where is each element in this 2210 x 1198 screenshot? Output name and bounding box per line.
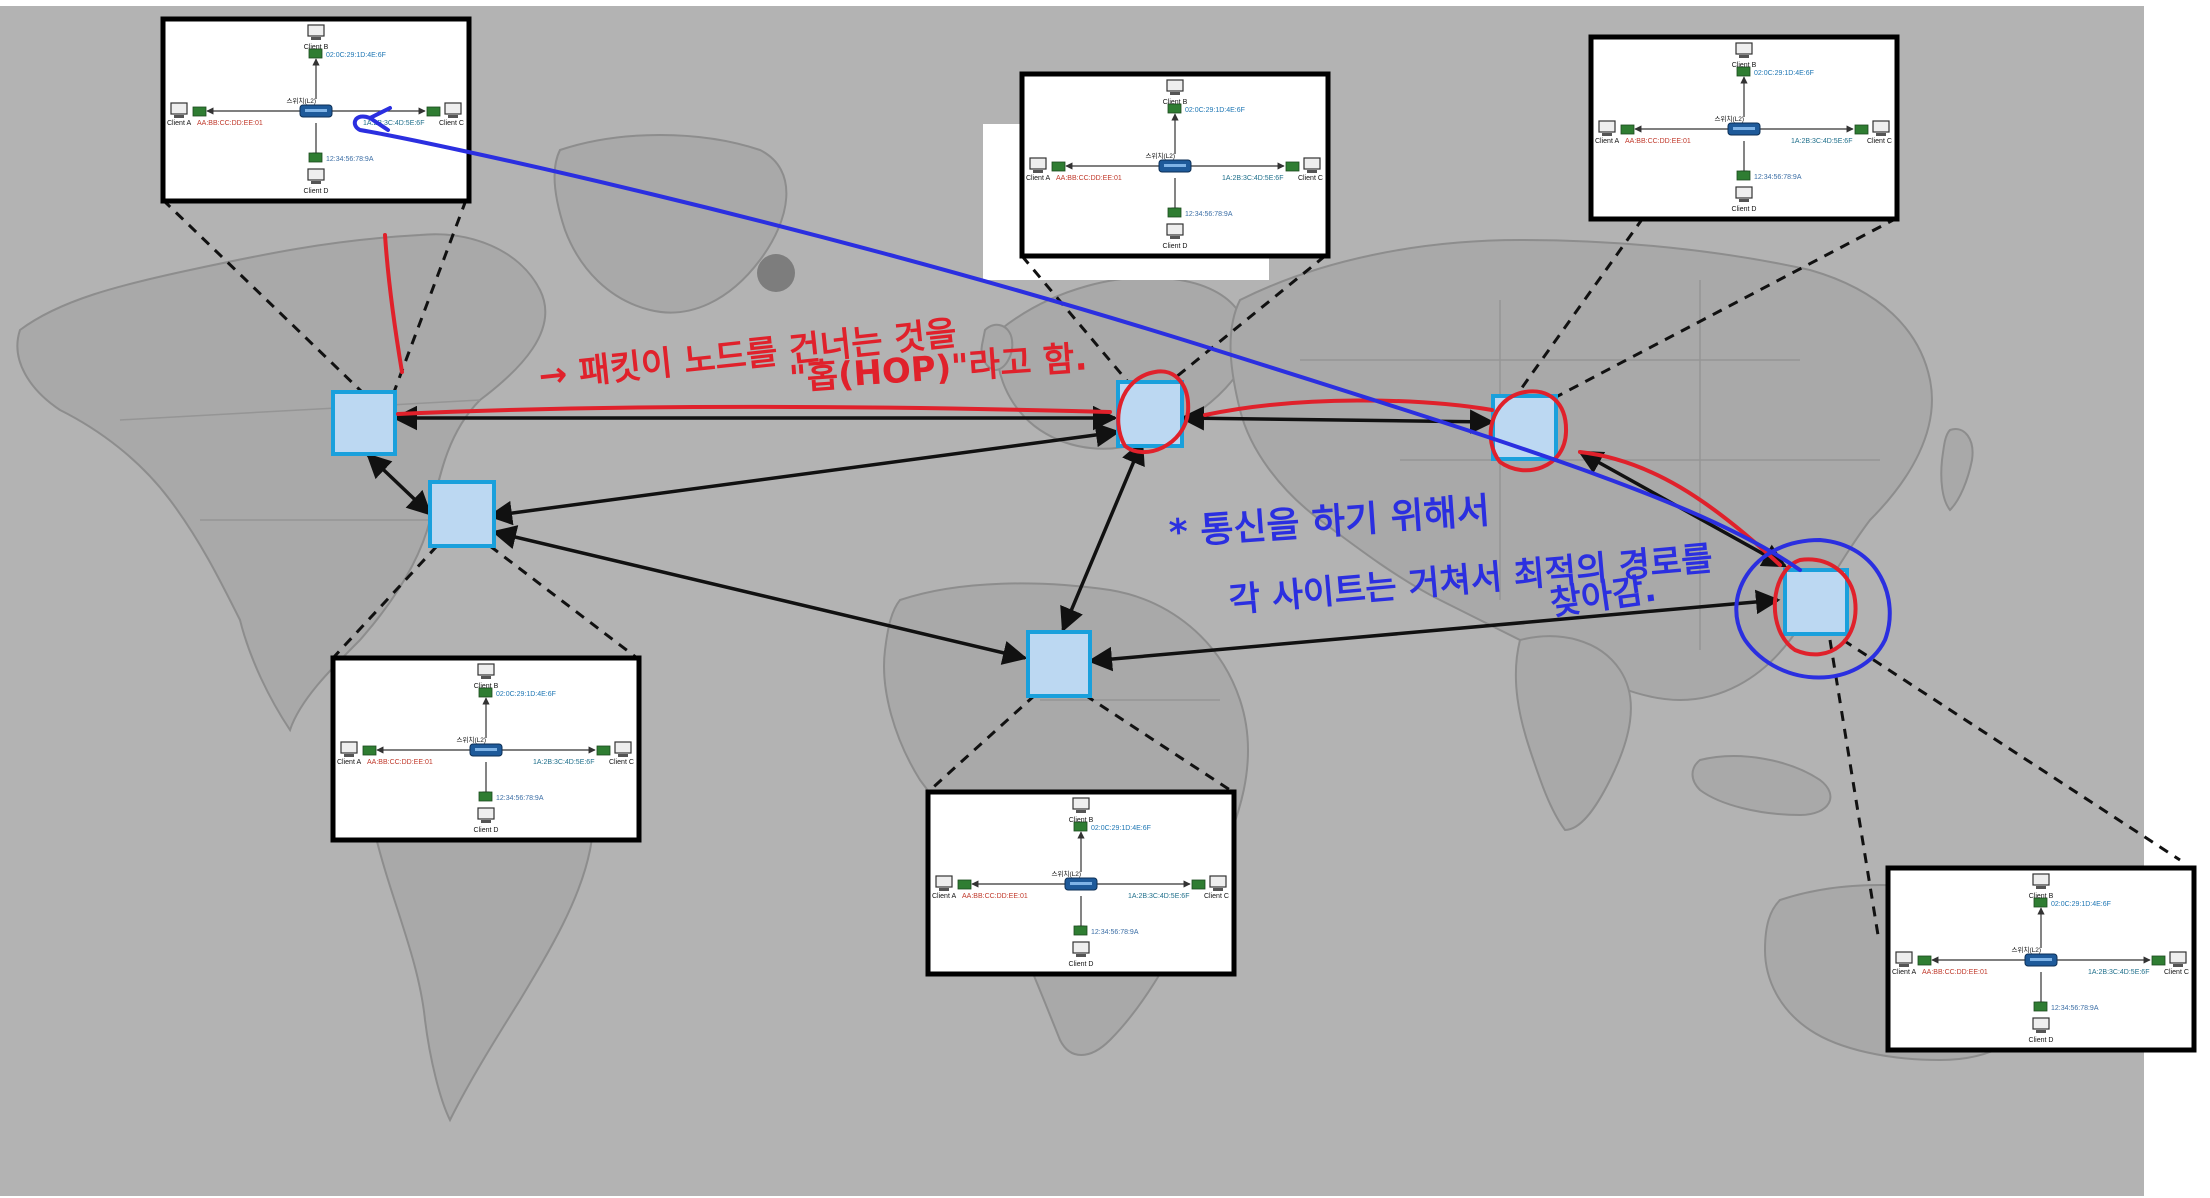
mac-d-label: 12:34:56:78:9A (2051, 1005, 2099, 1012)
mac-c-label: 1A:2B:3C:4D:5E:6F (533, 759, 594, 766)
link-eu-af (1060, 439, 1145, 633)
link-na1-na2 (366, 453, 432, 516)
client-a-label: Client A (337, 759, 361, 766)
switch-label-label: 스위치(L2) (1146, 151, 1176, 160)
mac-c-label: 1A:2B:3C:4D:5E:6F (2088, 969, 2149, 976)
lan-inset-labels-europe: Client B02:0C:29:1D:4E:6F 스위치(L2) Client A… (1026, 99, 1323, 250)
mac-a-label: AA:BB:CC:DD:EE:01 (962, 893, 1028, 900)
client-c-label: Client C (1204, 893, 1229, 900)
client-c-label: Client C (2164, 969, 2189, 976)
link-na2-af (491, 525, 1028, 665)
red-eu-ru-stroke (1203, 398, 1494, 417)
client-b-label: Client B (474, 683, 499, 690)
router-node-north-america-1[interactable] (331, 390, 397, 456)
link-na2-eu (487, 422, 1121, 526)
switch-label-label: 스위치(L2) (2012, 945, 2042, 954)
blue-path-arrow (352, 114, 1802, 572)
lan-inset-labels-asia: Client B02:0C:29:1D:4E:6F 스위치(L2) Client A… (1892, 893, 2189, 1044)
inset-connectors (161, 198, 2181, 936)
switch-label-label: 스위치(L2) (457, 735, 487, 744)
client-a-label: Client A (1595, 138, 1619, 145)
mac-a-label: AA:BB:CC:DD:EE:01 (367, 759, 433, 766)
router-node-east-asia[interactable] (1783, 568, 1849, 636)
mac-a-label: AA:BB:CC:DD:EE:01 (197, 120, 263, 127)
mac-b-label: 02:0C:29:1D:4E:6F (326, 52, 386, 59)
lan-inset-labels-russia: Client B02:0C:29:1D:4E:6F 스위치(L2) Client A… (1595, 62, 1892, 213)
cursor-dot (757, 254, 795, 292)
client-d-label: Client D (304, 188, 329, 195)
mac-d-label: 12:34:56:78:9A (1091, 929, 1139, 936)
lan-inset-labels-africa: Client B02:0C:29:1D:4E:6F 스위치(L2) Client A… (932, 817, 1229, 968)
client-c-label: Client C (1867, 138, 1892, 145)
client-c-label: Client C (1298, 175, 1323, 182)
node-links (366, 405, 1788, 672)
blue-arrow-head (368, 106, 392, 132)
mac-b-label: 02:0C:29:1D:4E:6F (1185, 107, 1245, 114)
mac-b-label: 02:0C:29:1D:4E:6F (1091, 825, 1151, 832)
client-d-label: Client D (1069, 961, 1094, 968)
mac-b-label: 02:0C:29:1D:4E:6F (1754, 70, 1814, 77)
mac-b-label: 02:0C:29:1D:4E:6F (2051, 901, 2111, 908)
red-hop-underline (396, 404, 1112, 416)
link-af-asia (1087, 589, 1781, 672)
client-b-label: Client B (304, 44, 329, 51)
mac-c-label: 1A:2B:3C:4D:5E:6F (1222, 175, 1283, 182)
blue-annotation-strokes (352, 106, 1892, 680)
client-a-label: Client A (932, 893, 956, 900)
mac-d-label: 12:34:56:78:9A (1754, 174, 1802, 181)
red-vertical-mark (383, 233, 404, 374)
switch-label-label: 스위치(L2) (1052, 869, 1082, 878)
mac-d-label: 12:34:56:78:9A (326, 156, 374, 163)
client-a-label: Client A (1026, 175, 1050, 182)
blue-circle-asia (1734, 537, 1892, 680)
switch-label-label: 스위치(L2) (287, 96, 317, 105)
lan-inset-labels-north-america: Client B02:0C:29:1D:4E:6F 스위치(L2) Client A… (167, 44, 464, 195)
client-d-label: Client D (1732, 206, 1757, 213)
mac-c-label: 1A:2B:3C:4D:5E:6F (1128, 893, 1189, 900)
client-d-label: Client D (474, 827, 499, 834)
router-node-africa[interactable] (1026, 630, 1092, 698)
red-circle-europe (1116, 369, 1191, 455)
red-circle-russia (1488, 389, 1569, 473)
client-c-label: Client C (439, 120, 464, 127)
client-b-label: Client B (2029, 893, 2054, 900)
client-c-label: Client C (609, 759, 634, 766)
mac-d-label: 12:34:56:78:9A (496, 795, 544, 802)
client-a-label: Client A (1892, 969, 1916, 976)
lan-inset-labels-south-america: Client B02:0C:29:1D:4E:6F 스위치(L2) Client A… (337, 683, 634, 834)
client-b-label: Client B (1163, 99, 1188, 106)
client-b-label: Client B (1069, 817, 1094, 824)
client-a-label: Client A (167, 120, 191, 127)
red-circle-asia (1773, 557, 1858, 657)
router-node-north-america-2[interactable] (428, 480, 496, 548)
mac-c-label: 1A:2B:3C:4D:5E:6F (1791, 138, 1852, 145)
mac-a-label: AA:BB:CC:DD:EE:01 (1625, 138, 1691, 145)
mac-b-label: 02:0C:29:1D:4E:6F (496, 691, 556, 698)
mac-d-label: 12:34:56:78:9A (1185, 211, 1233, 218)
switch-label-label: 스위치(L2) (1715, 114, 1745, 123)
mac-c-label: 1A:2B:3C:4D:5E:6F (363, 120, 424, 127)
client-d-label: Client D (1163, 243, 1188, 250)
mac-a-label: AA:BB:CC:DD:EE:01 (1056, 175, 1122, 182)
client-d-label: Client D (2029, 1037, 2054, 1044)
client-b-label: Client B (1732, 62, 1757, 69)
mac-a-label: AA:BB:CC:DD:EE:01 (1922, 969, 1988, 976)
